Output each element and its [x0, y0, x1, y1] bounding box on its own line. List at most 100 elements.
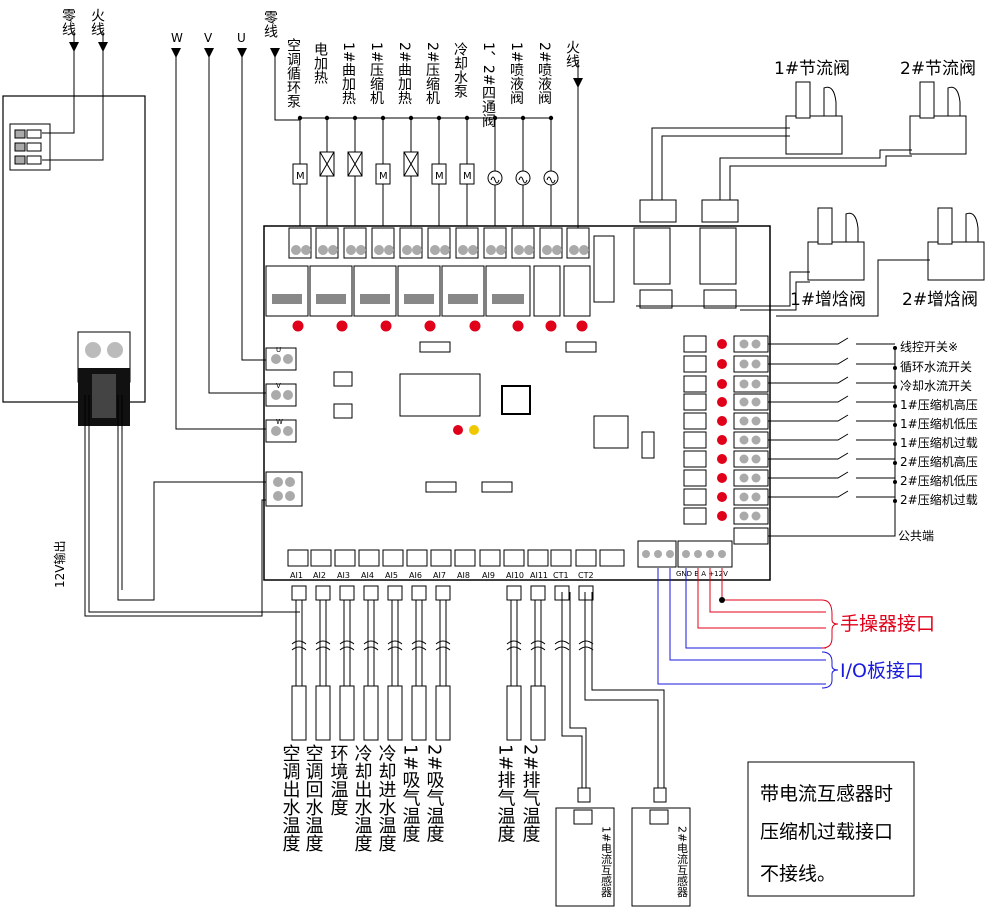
ai-terminal: [406, 549, 428, 567]
switch-contact: [768, 471, 849, 479]
ai-terminal: [454, 549, 476, 567]
status-led: [545, 320, 557, 332]
valve-label-enthalpy-2: 2#增焓阀: [902, 290, 978, 310]
switch-contact: [768, 357, 849, 365]
top-label-neutral-left: 零线: [60, 8, 76, 36]
ct-plug: [578, 585, 594, 601]
switch-terminal-left: [683, 335, 707, 353]
ai-terminal: [503, 549, 525, 567]
ct-sensor-1-label: 1#电流互感器: [600, 826, 613, 898]
load-label: 1、2#四通阀: [480, 42, 496, 129]
sensor-label: 环境温度: [328, 744, 349, 816]
switch-contact: [768, 376, 849, 384]
temperature-probe: [506, 685, 522, 741]
switch-status-led: [717, 359, 727, 369]
sensor-plug: [363, 585, 379, 601]
phase-label-u: U: [237, 31, 246, 45]
ai-terminal: [358, 549, 380, 567]
ai-terminal-label: AI10: [506, 571, 524, 580]
board-components: [333, 341, 655, 493]
sensor-label: 2#吸气温度: [424, 744, 445, 843]
ai-terminal-label: AI2: [313, 571, 326, 580]
switch-label: 冷却水流开关: [900, 379, 972, 393]
comm-connector: [637, 540, 733, 568]
switch-status-led: [717, 339, 727, 349]
switch-terminal-left: [683, 469, 707, 487]
power-output-label: 12V输出: [52, 541, 67, 588]
temperature-probe: [435, 685, 451, 741]
ai-terminal-label: AI11: [530, 571, 548, 580]
ai-terminal-label: CT1: [553, 571, 569, 580]
switch-terminal-left: [683, 355, 707, 373]
switch-label: 1#压缩机高压: [900, 397, 978, 412]
ai-terminal-label: AI9: [482, 571, 495, 580]
relay-block: [563, 265, 591, 317]
sensor-plug: [411, 585, 427, 601]
terminal-label-w: W: [276, 418, 283, 426]
sensor-label: 冷却出水温度: [352, 744, 373, 852]
valve-coil-symbol: [487, 170, 503, 186]
relay-block: [441, 265, 485, 317]
load-label: 2#喷液阀: [536, 42, 552, 106]
svg-text:M: M: [379, 171, 388, 182]
valve-coil-symbol: [543, 170, 559, 186]
expansion-valve: [785, 115, 843, 155]
svg-text:M: M: [463, 171, 472, 182]
load-label: 空调循环泵: [285, 38, 301, 108]
switch-status-led: [717, 511, 727, 521]
ai-terminal-label: AI4: [361, 571, 374, 580]
relay-block: [265, 265, 309, 317]
power-supply-module: [2, 95, 146, 426]
temperature-probe: [363, 685, 379, 741]
switch-terminal-left: [683, 450, 707, 468]
ai-terminal-label: AI7: [433, 571, 446, 580]
switch-terminal-right: [733, 375, 769, 393]
switch-terminal-left: [683, 507, 707, 525]
sensor-label: 空调回水温度: [303, 744, 324, 852]
relay-block: [353, 265, 397, 317]
switch-terminal-right: [733, 393, 769, 411]
sensor-plug: [315, 585, 331, 601]
top-label-live-right: 火线: [564, 40, 580, 68]
phase-label-w: W: [171, 31, 183, 45]
switch-terminal-right: [733, 488, 769, 506]
switch-terminal-right: [733, 469, 769, 487]
io-board-interface-label: I/O板接口: [840, 660, 924, 682]
sensor-plug: [291, 585, 307, 601]
sensor-label: 1#吸气温度: [400, 744, 421, 843]
common-terminal-label: 公共端: [898, 529, 934, 543]
ai-terminal: [430, 549, 452, 567]
temperature-probe: [387, 685, 403, 741]
expansion-valve: [807, 241, 865, 281]
switch-terminal-right: [733, 335, 769, 353]
comm-pin-labels: GND B A +12V: [676, 570, 728, 578]
main-controller-board: [263, 225, 771, 581]
motor-symbol: [459, 163, 475, 185]
switch-terminal-right: [733, 355, 769, 373]
switch-label: 1#压缩机过载: [900, 435, 978, 450]
terminal-label-u: U: [276, 346, 281, 354]
note-line-2: 压缩机过载接口: [760, 821, 893, 843]
switch-contact: [768, 452, 849, 460]
switch-status-led: [717, 379, 727, 389]
ai-terminal-label: AI8: [457, 571, 470, 580]
sensor-plug: [387, 585, 403, 601]
switch-label: 2#压缩机低压: [900, 473, 978, 488]
switch-contact: [768, 395, 849, 403]
sensor-plug: [435, 585, 451, 601]
temperature-probe: [530, 685, 546, 741]
ai-terminal-label: AI5: [385, 571, 398, 580]
sensor-plug: [506, 585, 522, 601]
switch-status-led: [717, 454, 727, 464]
sensor-plug: [339, 585, 355, 601]
status-led: [292, 320, 304, 332]
ai-terminal: [382, 549, 404, 567]
handheld-interface-label: 手操器接口: [840, 613, 935, 635]
temperature-probe: [339, 685, 355, 741]
expansion-valve: [927, 241, 985, 281]
load-label: 1#曲加热: [340, 42, 356, 105]
valve-label-throttle-1: 1#节流阀: [774, 59, 850, 79]
sensor-label: 2#排气温度: [520, 744, 541, 843]
motor-symbol: [431, 163, 447, 185]
